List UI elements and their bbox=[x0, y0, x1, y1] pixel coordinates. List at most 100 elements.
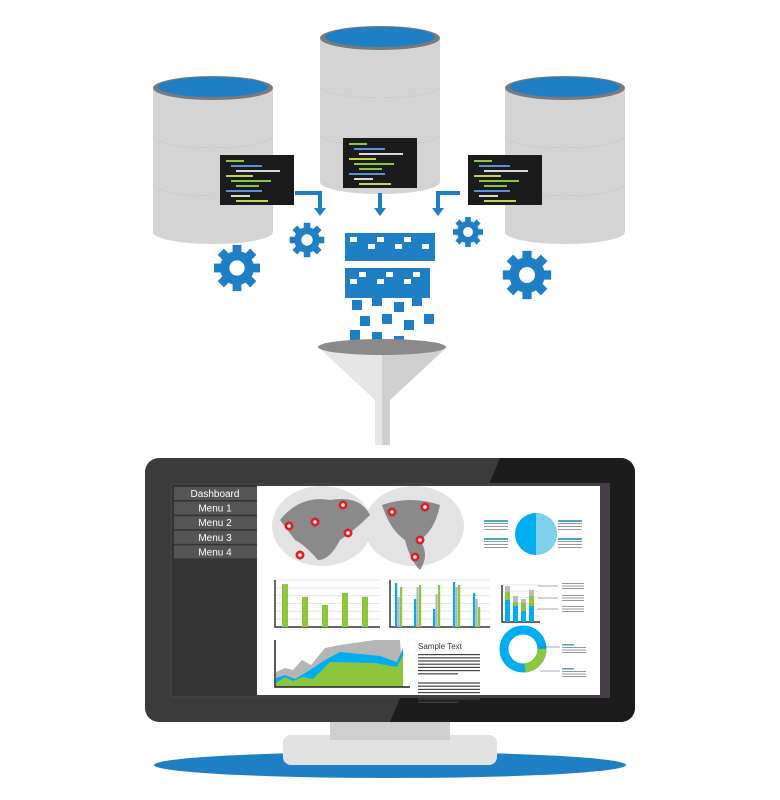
menu-item-menu-2[interactable]: Menu 2 bbox=[198, 518, 232, 529]
data-tables-icon bbox=[345, 233, 435, 298]
data-block bbox=[372, 332, 382, 342]
pin-center bbox=[298, 553, 302, 557]
code-line bbox=[231, 165, 262, 167]
bar-segment bbox=[521, 603, 526, 611]
bar-segment bbox=[505, 600, 510, 622]
data-block bbox=[360, 316, 370, 326]
gear-tooth bbox=[303, 222, 311, 231]
code-line bbox=[479, 180, 519, 182]
arrow-left-icon bbox=[295, 191, 322, 210]
table-cell bbox=[422, 244, 429, 249]
map-pin-icon bbox=[343, 528, 353, 538]
code-line bbox=[474, 190, 510, 192]
bar bbox=[435, 594, 438, 627]
map-pin-icon bbox=[338, 500, 348, 510]
gear-icon bbox=[289, 222, 325, 258]
table-cell bbox=[395, 244, 402, 249]
legend-label bbox=[558, 520, 582, 522]
data-block bbox=[394, 302, 404, 312]
body-text-line bbox=[418, 657, 480, 659]
code-line bbox=[226, 190, 262, 192]
legend-text-line bbox=[558, 541, 582, 542]
pin-center bbox=[413, 555, 417, 559]
bar bbox=[397, 597, 400, 627]
pin-center bbox=[418, 538, 422, 542]
bar-segment bbox=[505, 586, 510, 592]
legend-text-line bbox=[562, 671, 586, 672]
bar-segment bbox=[529, 590, 534, 596]
bar bbox=[455, 587, 458, 627]
table-cell bbox=[404, 237, 411, 242]
code-line bbox=[226, 175, 253, 177]
gear-tooth bbox=[522, 288, 532, 300]
legend-text-line bbox=[562, 583, 584, 584]
menu-item-dashboard[interactable]: Dashboard bbox=[191, 489, 240, 500]
legend-text-line bbox=[484, 544, 508, 545]
legend-text-line bbox=[558, 544, 582, 545]
pin-center bbox=[287, 524, 291, 528]
code-line bbox=[359, 168, 382, 170]
gear-tooth bbox=[303, 249, 311, 258]
code-line bbox=[484, 170, 528, 172]
menu-item-menu-1[interactable]: Menu 1 bbox=[198, 504, 232, 515]
bar-segment bbox=[505, 592, 510, 600]
bar bbox=[342, 592, 348, 627]
pin-center bbox=[313, 520, 317, 524]
legend-text-line bbox=[562, 608, 584, 610]
bar bbox=[458, 585, 461, 627]
map-pin-icon bbox=[410, 552, 420, 562]
code-line bbox=[236, 170, 280, 172]
gear-icon bbox=[214, 245, 260, 291]
table-cell bbox=[350, 237, 357, 242]
legend-text-line bbox=[562, 600, 584, 601]
map-pin-icon bbox=[420, 502, 430, 512]
world-map bbox=[272, 486, 464, 570]
code-line bbox=[354, 178, 373, 180]
code-line bbox=[349, 173, 385, 175]
legend-label bbox=[562, 668, 574, 670]
legend-label bbox=[484, 520, 508, 522]
table-cell bbox=[377, 237, 384, 242]
database-center-icon bbox=[320, 26, 440, 194]
bar bbox=[282, 584, 288, 627]
arrows bbox=[295, 191, 460, 210]
data-block bbox=[372, 296, 382, 306]
body-text-line bbox=[418, 660, 480, 662]
bar-segment bbox=[513, 596, 518, 602]
legend-text-line bbox=[558, 529, 582, 530]
code-line bbox=[484, 200, 516, 202]
map-pin-icon bbox=[284, 521, 294, 531]
bar bbox=[302, 596, 308, 627]
gear-icon bbox=[453, 217, 483, 247]
gear-hole bbox=[463, 227, 473, 237]
code-line bbox=[349, 158, 376, 160]
area-chart bbox=[274, 640, 410, 688]
donut-chart bbox=[499, 625, 586, 677]
body-text-line bbox=[418, 666, 480, 668]
legend-label bbox=[562, 644, 574, 646]
bar bbox=[416, 587, 419, 627]
bar bbox=[400, 587, 403, 627]
map-pin-icon bbox=[310, 517, 320, 527]
menu-item-menu-4[interactable]: Menu 4 bbox=[198, 547, 232, 558]
data-block bbox=[352, 300, 362, 310]
bar-segment bbox=[529, 596, 534, 606]
bar bbox=[478, 607, 481, 627]
legend-text-line bbox=[558, 547, 582, 548]
db-layer-top bbox=[325, 27, 435, 47]
legend-text-line bbox=[562, 647, 586, 648]
bar-chart-grouped bbox=[389, 579, 490, 628]
code-line bbox=[231, 180, 271, 182]
area-green bbox=[276, 655, 403, 687]
code-line bbox=[474, 160, 492, 162]
table-cell bbox=[404, 279, 411, 284]
funnel-icon bbox=[318, 339, 447, 445]
db-layer-bottom bbox=[153, 220, 273, 244]
code-line bbox=[479, 165, 510, 167]
bar bbox=[475, 599, 478, 627]
bar bbox=[473, 593, 476, 627]
bar bbox=[438, 585, 441, 627]
menu-item-menu-3[interactable]: Menu 3 bbox=[198, 533, 232, 544]
menu-item-bg bbox=[174, 545, 257, 559]
code-line bbox=[359, 183, 391, 185]
